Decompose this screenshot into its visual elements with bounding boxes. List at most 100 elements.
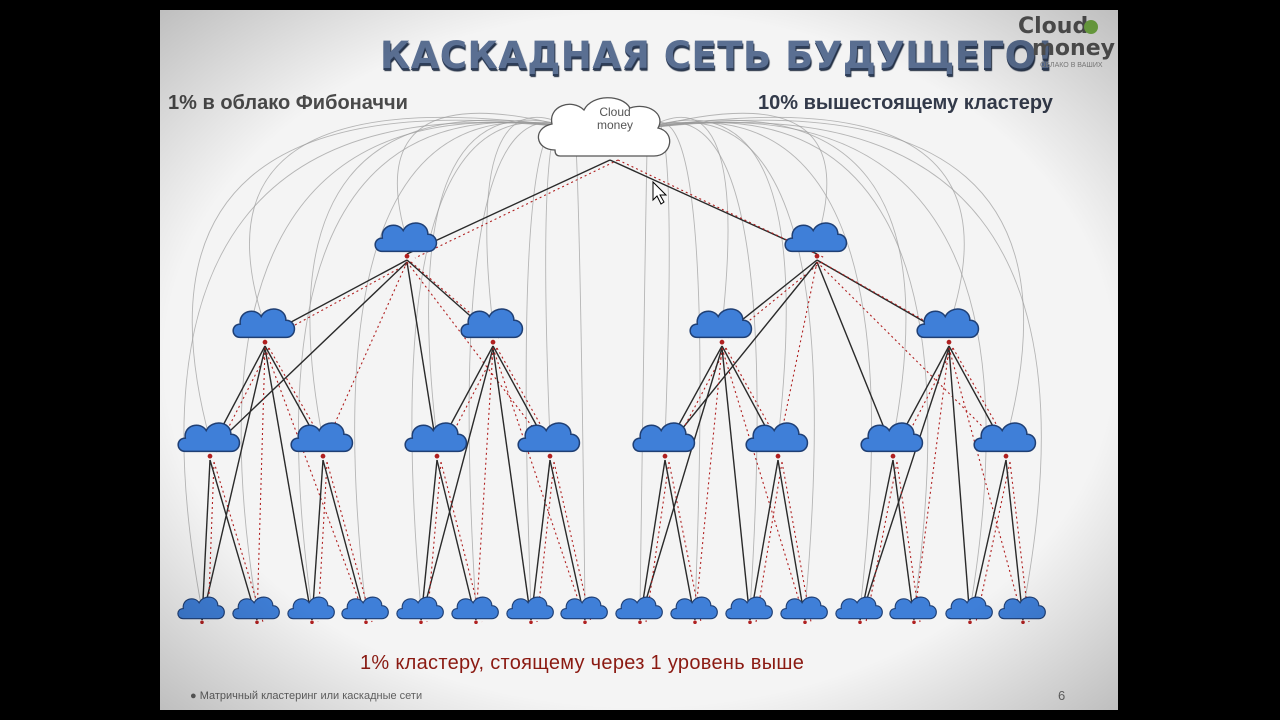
node-anchor [814, 253, 820, 259]
link-dotted [948, 347, 1024, 621]
link-solid [969, 459, 1007, 621]
node-anchor [748, 620, 752, 625]
cloud-shape [517, 422, 581, 453]
connection-arc [647, 119, 670, 441]
cluster-node [973, 422, 1037, 459]
label-fibonacci: 1% в облако Фибоначчи [168, 92, 408, 114]
node-anchor [474, 620, 478, 625]
node-anchor [1003, 453, 1009, 459]
center-cloud [537, 97, 671, 157]
link-solid [664, 261, 818, 451]
node-anchor [262, 339, 268, 345]
link-dotted [207, 461, 215, 623]
connection-arc [191, 119, 573, 441]
link-solid [209, 261, 408, 451]
cluster-node [780, 596, 828, 625]
link-dotted [553, 461, 592, 623]
slide-title: КАСКАДНАЯ СЕТЬ БУДУЩЕГО! [380, 34, 1055, 77]
cluster-node [835, 596, 883, 625]
cloud-shape [451, 596, 499, 620]
connection-arc [647, 121, 1042, 611]
cluster-node [232, 596, 280, 625]
link-solid [948, 347, 971, 621]
connection-arc [647, 112, 828, 241]
cluster-node [396, 596, 444, 625]
connection-arc [297, 121, 573, 611]
cloud-shape [670, 596, 718, 620]
link-solid [721, 347, 751, 621]
slide: Cloud money КАСКАДНАЯ СЕТЬ БУДУЩЕГО! Clo… [160, 10, 1118, 710]
link-dotted [426, 461, 442, 623]
node-anchor [255, 620, 259, 625]
cluster-node [916, 308, 980, 345]
link-dotted [913, 347, 950, 621]
link-solid [420, 459, 438, 621]
cluster-node [374, 222, 438, 259]
link-dotted [213, 461, 264, 623]
label-upper-cluster: 10% вышестоящему кластеру [758, 92, 1053, 114]
cluster-node [451, 596, 499, 625]
link-dotted [322, 261, 408, 451]
link-dotted [414, 159, 619, 259]
link-solid [1005, 459, 1024, 621]
node-anchor [968, 620, 972, 625]
link-dotted [264, 347, 367, 621]
cloud-shape [784, 222, 848, 253]
cluster-node [517, 422, 581, 459]
cluster-node [177, 422, 241, 459]
node-anchor [890, 453, 896, 459]
connection-arc [647, 121, 987, 611]
page-number: 6 [1058, 688, 1066, 703]
connection-arc [183, 121, 573, 611]
link-solid [892, 459, 915, 621]
connection-arc [647, 119, 1025, 441]
connection-arc [240, 121, 573, 611]
cluster-node [290, 422, 354, 459]
connection-arc [647, 121, 929, 611]
node-anchor [310, 620, 314, 625]
node-anchor [320, 453, 326, 459]
cloud-shape [396, 596, 444, 620]
cluster-node [689, 308, 753, 345]
link-solid [492, 347, 532, 621]
cloud-shape [341, 596, 389, 620]
cloud-shape [745, 422, 809, 453]
cloud-shape [290, 422, 354, 453]
cloud-shape [232, 308, 296, 339]
cloud-shape [689, 308, 753, 339]
connection-arc [486, 117, 573, 327]
cloud-shape [835, 596, 883, 620]
node-anchor [719, 339, 725, 345]
link-solid [777, 459, 806, 621]
cluster-node [287, 596, 335, 625]
link-solid [436, 459, 477, 621]
cluster-node [341, 596, 389, 625]
cascade-network-diagram [177, 97, 1046, 625]
cloud-shape [404, 422, 468, 453]
cluster-node [404, 422, 468, 459]
link-solid [209, 459, 258, 621]
link-solid [322, 459, 367, 621]
link-dotted [475, 347, 494, 621]
link-dotted [721, 347, 806, 621]
link-dotted [645, 461, 670, 623]
cloud-money-logo: Cloud money ОБЛАКО В ВАШИХ [1018, 16, 1118, 76]
cluster-node [725, 596, 773, 625]
link-dotted [1009, 461, 1030, 623]
link-solid [201, 347, 266, 621]
cloud-shape [860, 422, 924, 453]
connection-arc [545, 119, 573, 441]
cloud-shape [615, 596, 663, 620]
connection-arc [428, 119, 573, 441]
cloud-shape [725, 596, 773, 620]
connection-arc [647, 116, 729, 327]
connection-arc [647, 116, 965, 327]
connection-arc [411, 122, 573, 611]
logo-slogan: ОБЛАКО В ВАШИХ [1040, 62, 1103, 69]
cluster-node [745, 422, 809, 459]
link-solid [530, 459, 551, 621]
node-anchor [529, 620, 533, 625]
link-dotted [270, 261, 412, 339]
center-cloud-logo: Cloud money [580, 106, 650, 132]
cluster-node [784, 222, 848, 259]
